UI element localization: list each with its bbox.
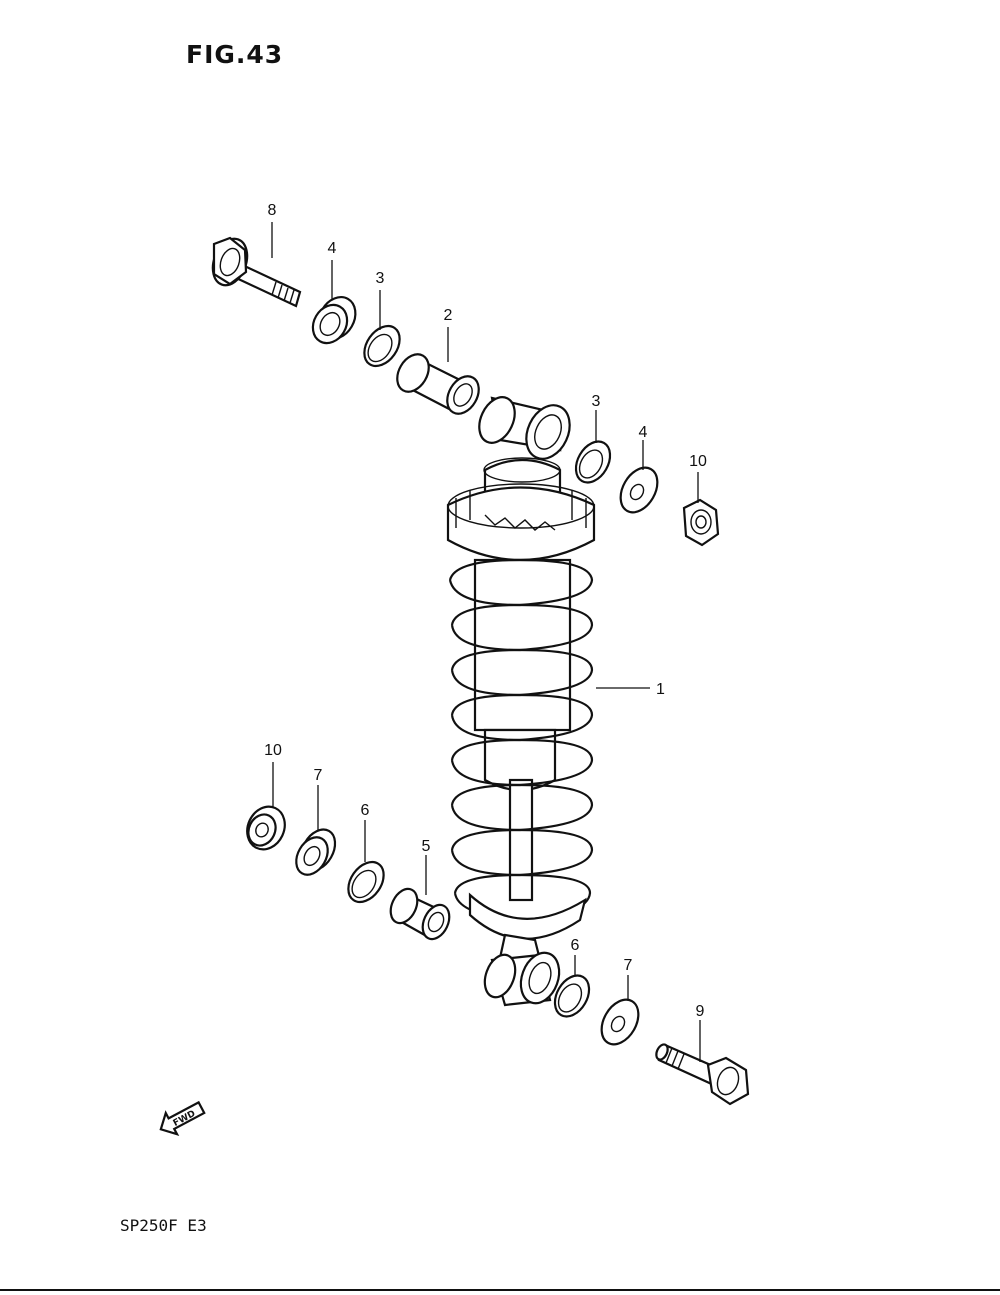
- fwd-arrow-icon: FWD: [159, 1100, 206, 1137]
- callout-8-top: 8: [268, 202, 277, 219]
- callout-labels: 8 4 3 2 3 4 10 1 10 7 6 5 6 7 9: [264, 202, 707, 1020]
- leader-lines: [271, 222, 701, 1062]
- bolt-upper: [211, 236, 302, 308]
- callout-6-left: 6: [361, 802, 370, 819]
- callout-9: 9: [696, 1003, 705, 1020]
- callout-3-right: 3: [592, 393, 601, 410]
- callout-10-left: 10: [264, 742, 282, 759]
- nut-right: [682, 498, 720, 547]
- seal-right: [574, 440, 612, 484]
- seal-left: [347, 860, 385, 904]
- callout-6-bottom: 6: [571, 937, 580, 954]
- bolt-lower: [655, 1043, 750, 1106]
- callout-2: 2: [444, 307, 453, 324]
- callout-3-top: 3: [376, 270, 385, 287]
- washer-left: [295, 828, 337, 876]
- shock-absorber: [446, 396, 596, 1007]
- callout-5: 5: [422, 838, 431, 855]
- model-code: SP250F E3: [120, 1216, 207, 1235]
- bottom-border: [0, 1289, 1000, 1291]
- washer-bottom: [600, 998, 640, 1046]
- nut-left: [246, 805, 286, 851]
- washer-upper: [311, 296, 357, 345]
- seal-bottom: [553, 974, 591, 1018]
- callout-4-right: 4: [639, 424, 648, 441]
- callout-4-top: 4: [328, 240, 337, 257]
- figure-title: FIG.43: [186, 40, 284, 69]
- callout-7-bottom: 7: [624, 957, 633, 974]
- seal-upper: [363, 324, 401, 368]
- callout-10-right: 10: [689, 453, 707, 470]
- callout-7-left: 7: [314, 767, 323, 784]
- spacer-upper: [396, 353, 480, 415]
- callout-1: 1: [656, 681, 665, 698]
- washer-right: [619, 466, 659, 514]
- spacer-lower: [389, 887, 451, 941]
